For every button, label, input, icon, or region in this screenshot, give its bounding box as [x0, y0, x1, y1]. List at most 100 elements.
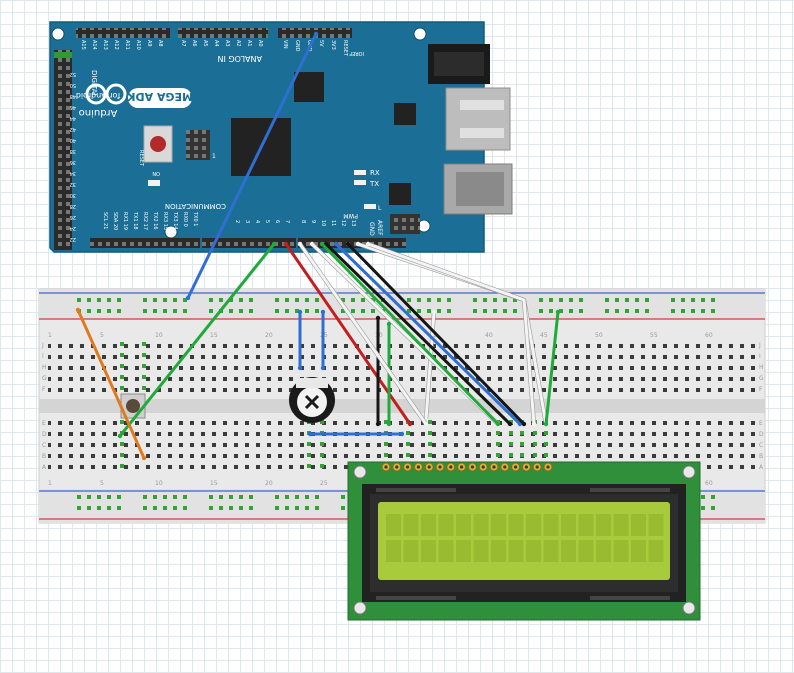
rail-hole — [351, 309, 355, 313]
connected-hole — [320, 420, 324, 424]
rail-hole — [315, 495, 319, 499]
rail-hole — [183, 495, 187, 499]
header-pins — [202, 238, 296, 248]
rail-hole — [173, 309, 177, 313]
connected-hole — [406, 453, 410, 457]
rail-hole — [143, 298, 147, 302]
rail-hole — [417, 298, 421, 302]
jumper-wire — [324, 242, 512, 426]
rail-hole — [559, 309, 563, 313]
lcd-bezel-tab — [590, 596, 670, 600]
row-letter: B — [759, 453, 763, 460]
jumper-wire — [346, 242, 526, 426]
pin-label: 28 — [70, 203, 76, 209]
rail-hole — [437, 309, 441, 313]
row-letter: D — [42, 431, 47, 438]
row-letter: B — [42, 453, 46, 460]
mega-adk-badge — [128, 88, 192, 108]
rail-hole — [209, 298, 213, 302]
row-letter: C — [759, 442, 763, 449]
pin-label: 7 — [284, 220, 290, 223]
rail-hole — [239, 298, 243, 302]
pin-label: RESET — [342, 40, 348, 57]
pin-label: RX1 19 — [122, 212, 128, 230]
connected-hole — [544, 442, 548, 446]
row-letter: H — [759, 364, 764, 371]
lcd-pin-hole — [470, 465, 474, 469]
wires — [75, 31, 561, 461]
rail-hole — [427, 298, 431, 302]
rail-hole — [143, 506, 147, 510]
wire-end — [375, 315, 381, 321]
pin-label: 42 — [70, 126, 76, 132]
rail-hole — [447, 309, 451, 313]
connected-hole — [384, 453, 388, 457]
column-number: 25 — [320, 480, 328, 487]
pushbutton-cap[interactable] — [126, 399, 140, 413]
rail-hole — [275, 298, 279, 302]
header-pins — [90, 238, 200, 248]
pin-label: A12 — [113, 40, 119, 50]
row-letter: E — [759, 420, 763, 427]
rail-hole — [315, 309, 319, 313]
rail-hole — [645, 298, 649, 302]
rail-hole — [107, 309, 111, 313]
connected-hole — [120, 420, 124, 424]
rail-hole — [341, 309, 345, 313]
pin-label: 32 — [70, 181, 76, 187]
pin-label: 46 — [70, 104, 76, 110]
row-letter: C — [42, 442, 46, 449]
rail-hole — [77, 506, 81, 510]
pin-label: 52 — [70, 71, 76, 77]
pin-label: A14 — [91, 40, 97, 50]
pin-label: 2 — [234, 220, 240, 223]
infinity-logo-left — [105, 83, 127, 105]
rail-hole — [701, 495, 705, 499]
small-chip — [394, 103, 416, 125]
row-letter: G — [759, 375, 764, 382]
lcd-cell — [473, 540, 489, 562]
rail-hole — [107, 506, 111, 510]
row-letter: E — [42, 420, 46, 427]
connected-hole — [520, 431, 524, 435]
pin-label: 48 — [70, 93, 76, 99]
rail-hole — [417, 309, 421, 313]
wire-end — [507, 421, 513, 427]
lcd-cell — [526, 514, 541, 536]
lcd-pin-hole — [481, 465, 485, 469]
pin-label: 24 — [70, 225, 76, 231]
rail-hole — [87, 506, 91, 510]
column-number: 15 — [210, 332, 218, 339]
lcd-pin-hole — [438, 465, 442, 469]
connected-hole — [120, 386, 124, 390]
rail-hole — [605, 298, 609, 302]
lcd-pin-hole — [384, 465, 388, 469]
rail-hole — [701, 309, 705, 313]
pin-label: A2 — [235, 40, 241, 47]
pin-label: 34 — [70, 170, 76, 176]
rail-hole — [503, 309, 507, 313]
rail-hole — [605, 309, 609, 313]
connected-hole — [307, 442, 311, 446]
wire-end — [333, 241, 339, 247]
column-number: 10 — [155, 332, 163, 339]
column-number: 60 — [705, 332, 713, 339]
rail-hole — [539, 309, 543, 313]
rail-hole — [163, 298, 167, 302]
lcd-cell — [648, 514, 664, 536]
pin-label: A15 — [80, 40, 86, 50]
rail-hole — [701, 298, 705, 302]
usb-host-chip — [294, 72, 324, 102]
reset-button-cap[interactable] — [150, 136, 166, 152]
wire-end — [365, 241, 371, 247]
lcd-cell — [508, 514, 524, 536]
rail-hole — [97, 495, 101, 499]
pin-label: GND — [294, 40, 300, 52]
wire-end — [283, 241, 289, 247]
pin-label: A7 — [180, 40, 186, 47]
header-pins — [390, 214, 420, 234]
potentiometer[interactable] — [289, 377, 335, 423]
lcd-pin-hole — [492, 465, 496, 469]
